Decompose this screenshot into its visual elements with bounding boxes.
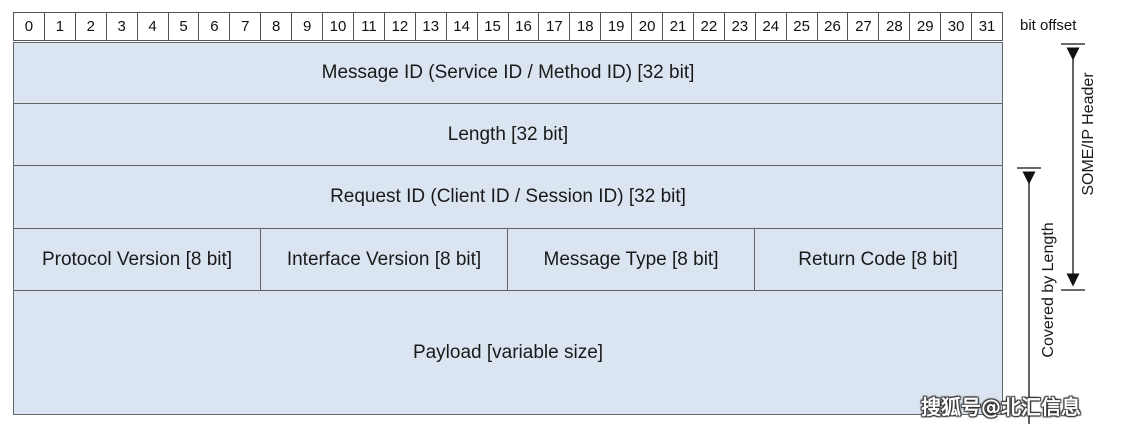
bit-offset-cell: 18 <box>570 13 602 40</box>
bit-offset-cell: 14 <box>447 13 478 40</box>
bit-offset-cell: 7 <box>230 13 262 40</box>
bit-offset-cell: 15 <box>478 13 509 40</box>
bit-offset-cell: 6 <box>199 13 231 40</box>
bit-offset-cell: 23 <box>725 13 756 40</box>
bit-offset-cell: 0 <box>14 13 45 40</box>
request-id-label: Request ID (Client ID / Session ID) [32 … <box>330 186 686 207</box>
covered-by-length-label: Covered by Length <box>1040 222 1057 358</box>
bracket-arrows <box>1017 43 1085 424</box>
bit-offset-cell: 5 <box>169 13 200 40</box>
interface-version-field: Interface Version [8 bit] <box>261 229 508 290</box>
bit-offset-cell: 28 <box>879 13 911 40</box>
length-label: Length [32 bit] <box>447 123 569 145</box>
watermark: 搜狐号@北汇信息 <box>921 395 1081 419</box>
payload-field: Payload [variable size] <box>13 291 1003 415</box>
header-bracket <box>1061 43 1085 291</box>
bit-offset-cell: 24 <box>756 13 787 40</box>
return-code-field: Return Code [8 bit] <box>755 229 1001 290</box>
protocol-version-label: Protocol Version [8 bit] <box>41 248 233 270</box>
bit-offset-cell: 20 <box>632 13 664 40</box>
bit-offset-cell: 2 <box>76 13 107 40</box>
bit-offset-cell: 26 <box>818 13 849 40</box>
bit-offset-cell: 30 <box>941 13 973 40</box>
return-code-label: Return Code [8 bit] <box>798 248 958 270</box>
bit-offset-cell: 21 <box>663 13 694 40</box>
bit-offset-cell: 11 <box>354 13 385 40</box>
bit-offset-cell: 22 <box>694 13 725 40</box>
bit-offset-cell: 12 <box>385 13 416 40</box>
message-type-field: Message Type [8 bit] <box>508 229 755 290</box>
bit-offset-label: bit offset <box>1020 17 1077 34</box>
bit-offset-cell: 27 <box>848 13 880 40</box>
bit-offset-cell: 9 <box>292 13 324 40</box>
message-id-label: Message ID (Service ID / Method ID) [32 … <box>321 62 695 83</box>
bit-offset-cell: 29 <box>910 13 942 40</box>
bit-offset-cell: 4 <box>138 13 169 40</box>
bit-offset-cell: 3 <box>107 13 138 40</box>
payload-label: Payload [variable size] <box>412 341 604 363</box>
bit-offset-cell: 16 <box>509 13 540 40</box>
bit-offset-cell: 8 <box>261 13 293 40</box>
bit-offset-cell: 25 <box>787 13 818 40</box>
covered-bracket <box>1017 167 1041 424</box>
message-type-label: Message Type [8 bit] <box>543 248 719 270</box>
bit-offset-cell: 17 <box>539 13 571 40</box>
version-type-row: Protocol Version [8 bit] Interface Versi… <box>13 229 1003 291</box>
bit-offset-cell: 31 <box>972 13 1003 40</box>
request-id-field: Request ID (Client ID / Session ID) [32 … <box>13 166 1003 229</box>
interface-version-label: Interface Version [8 bit] <box>286 248 482 270</box>
message-id-field: Message ID (Service ID / Method ID) [32 … <box>13 42 1003 104</box>
length-field: Length [32 bit] <box>13 104 1003 166</box>
bit-offset-cell: 10 <box>323 13 354 40</box>
bit-offset-cell: 1 <box>45 13 76 40</box>
bit-offset-cell: 19 <box>601 13 633 40</box>
someip-header-label: SOME/IP Header <box>1080 72 1097 196</box>
protocol-version-field: Protocol Version [8 bit] <box>14 229 261 290</box>
bit-offset-cell: 13 <box>416 13 447 40</box>
